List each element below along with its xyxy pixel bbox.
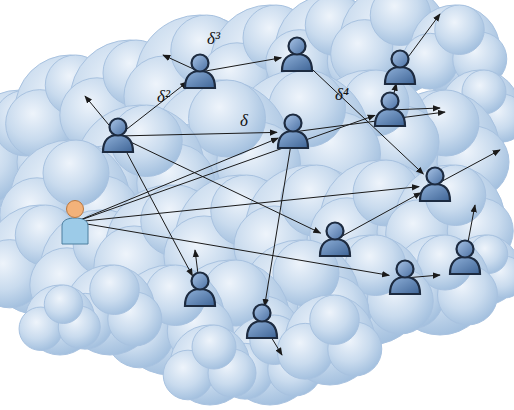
user-icon: [320, 223, 350, 257]
cloud: [43, 140, 109, 206]
edge-weight-label: δ²: [155, 88, 172, 105]
user-icon: [282, 38, 312, 72]
link-arrow: [79, 115, 375, 220]
link-arrow: [265, 136, 293, 306]
edge-weight-label: δ³: [205, 30, 222, 47]
link-arrow: [297, 112, 445, 131]
user-icon: [375, 93, 405, 127]
user-icon: [420, 168, 450, 202]
link-arrow: [409, 275, 440, 278]
link-arrow: [79, 187, 419, 222]
link-arrow: [204, 58, 281, 72]
user-icon: [278, 115, 308, 149]
edge-weight-label: δ⁴: [333, 86, 351, 103]
link-arrow: [122, 132, 277, 136]
link-arrow: [120, 140, 193, 276]
origin-user: [62, 201, 88, 245]
user-icon: [385, 51, 415, 85]
link-arrow: [122, 138, 321, 233]
link-arrow: [79, 223, 389, 276]
link-arrow: [300, 58, 423, 174]
cloud: [310, 295, 360, 345]
link-arrow: [439, 150, 500, 183]
link-arrow: [121, 82, 187, 134]
user-icon: [185, 273, 215, 307]
cloud: [435, 5, 485, 55]
link-arrow: [339, 193, 421, 238]
user-icon: [103, 119, 133, 153]
user-icon: [185, 55, 215, 89]
link-arrow: [394, 108, 440, 110]
cloud: [44, 285, 83, 324]
user-icon: [450, 241, 480, 275]
cloud: [90, 265, 140, 315]
edge-weight-label: δ: [238, 112, 250, 129]
user-icon: [247, 305, 277, 339]
cloud: [192, 325, 236, 369]
user-icon: [390, 261, 420, 295]
